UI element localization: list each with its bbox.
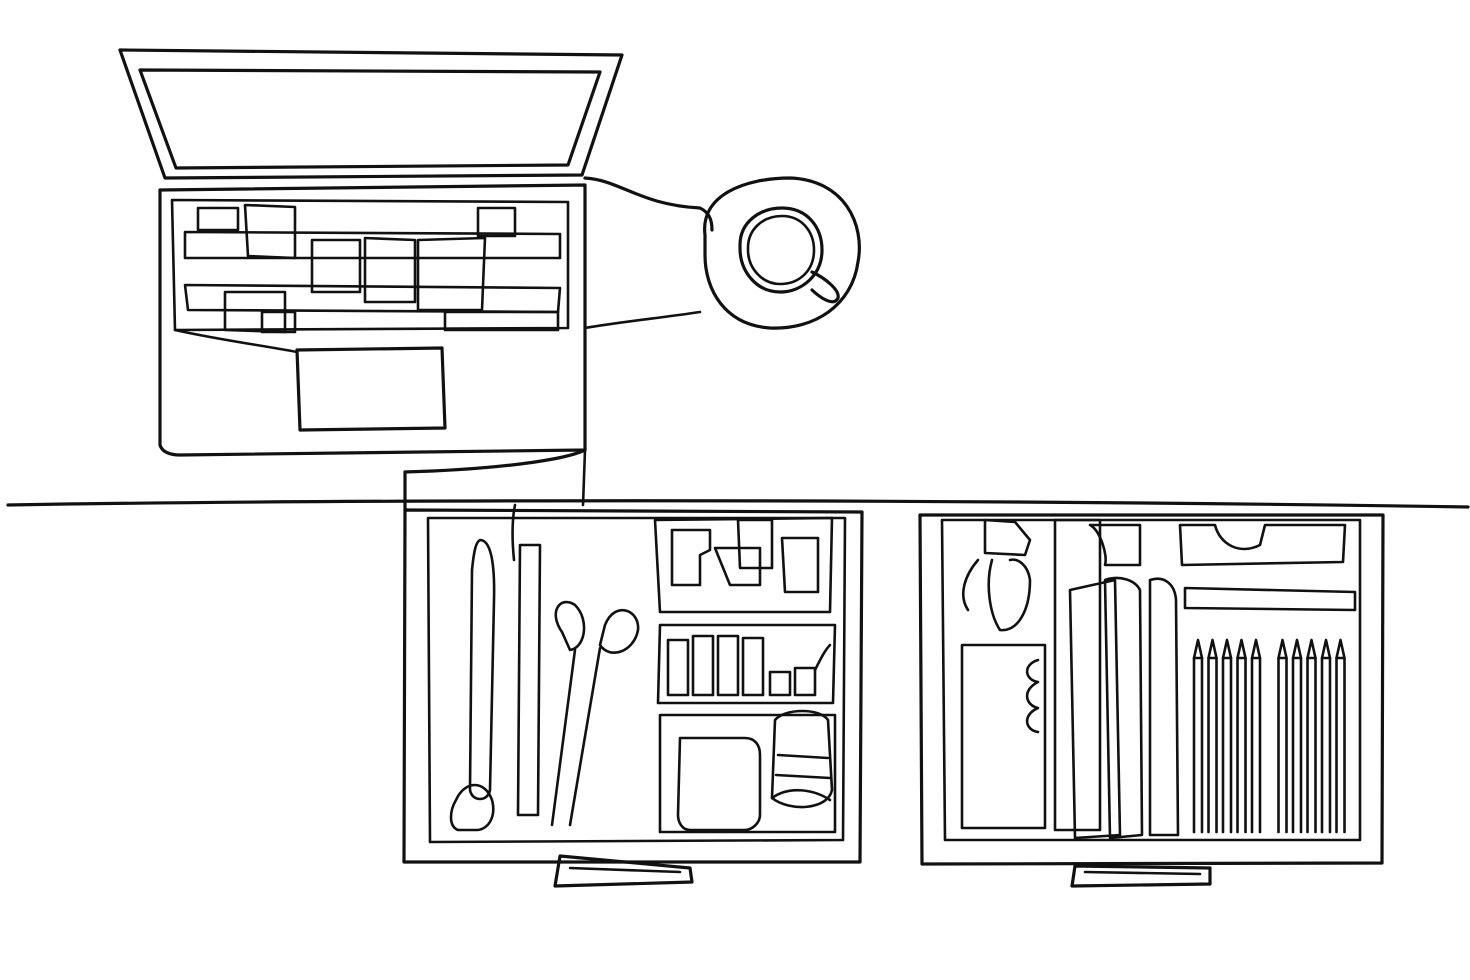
- left-drawer-compartment-mid: [656, 623, 837, 705]
- continuous-line-laptop-to-mug: [583, 176, 714, 232]
- left-drawer-inner: [426, 516, 847, 844]
- pencil-icon: [1236, 638, 1247, 834]
- pencil-icon: [1320, 638, 1332, 834]
- keyboard-key-c: [363, 236, 417, 304]
- right-drawer-handle: [1070, 864, 1212, 888]
- ruler-icon: [468, 538, 496, 801]
- left-drawer-outer: [402, 508, 864, 864]
- keyboard-row-1: [183, 230, 562, 260]
- folder-stack-icon: [1053, 518, 1180, 840]
- pencil-set-icon: [1192, 638, 1346, 834]
- laptop-touchpad: [295, 346, 447, 432]
- paperclip-jar-icon: [770, 709, 834, 809]
- binder-clip-icon: [983, 518, 1032, 557]
- scissors-blades: [550, 646, 602, 827]
- notepad-spiral-icon: [1025, 658, 1040, 734]
- right-drawer-inner: [940, 518, 1362, 842]
- pencil-icon: [1207, 638, 1218, 834]
- left-drawer-compartment-bottom: [658, 713, 837, 834]
- keyboard-key-b: [310, 238, 362, 294]
- tray-icon: [1183, 586, 1357, 612]
- storage-box-icon: [1088, 523, 1347, 567]
- scissors-icon: [554, 600, 640, 654]
- laptop-lid: [118, 48, 624, 180]
- laptop-screen: [138, 68, 602, 170]
- pen-clip-icon: [511, 503, 517, 562]
- keyboard-key-enter: [443, 310, 560, 332]
- right-drawer-outer: [918, 513, 1385, 866]
- left-drawer-handle: [553, 854, 694, 888]
- pen-icon: [516, 543, 542, 817]
- paperclip-jar-lines: [770, 753, 832, 802]
- mug-rim: [738, 206, 824, 294]
- mug-inner: [746, 214, 816, 286]
- notepad-icon: [960, 643, 1047, 830]
- pencil-icon: [1192, 638, 1204, 834]
- pencil-icon: [1306, 638, 1317, 834]
- continuous-line-drop: [581, 448, 587, 507]
- left-drawer-icon: [402, 503, 864, 888]
- laptop-icon: [118, 48, 624, 457]
- pencil-icon: [1221, 638, 1233, 834]
- clip-wire-icon: [962, 558, 1032, 632]
- pencil-icon: [1277, 638, 1288, 834]
- continuous-line-laptop-to-drawer: [403, 448, 587, 512]
- right-drawer-icon: [918, 513, 1385, 888]
- continuous-line-return: [583, 310, 702, 330]
- left-drawer-compartment-top: [653, 516, 834, 614]
- desk-edge-line: [6, 499, 1470, 509]
- pencil-icon: [1335, 638, 1346, 834]
- laptop-base: [158, 183, 587, 457]
- keyboard-key-a: [243, 203, 297, 260]
- brush-tip-icon: [813, 643, 832, 672]
- keyboard-key-d: [416, 236, 487, 312]
- pencil-icon: [1250, 638, 1262, 834]
- keyboard-key-f: [260, 310, 297, 334]
- eraser-row-icon: [666, 634, 817, 697]
- laptop-keyboard-frame: [170, 198, 570, 332]
- pencil-icon: [1291, 638, 1303, 834]
- continuous-line-connector: [173, 328, 299, 354]
- sticky-notes-icon: [670, 518, 820, 594]
- mug-handle: [810, 270, 840, 304]
- keyboard-key-e: [476, 206, 517, 238]
- right-drawer-handle-inner: [1083, 870, 1202, 876]
- saucer: [703, 176, 861, 330]
- coffee-mug-icon: [703, 176, 861, 330]
- left-drawer-handle-inner: [568, 866, 682, 874]
- keyboard-key-esc: [196, 206, 240, 232]
- glue-cap-icon: [449, 783, 495, 832]
- tape-roll-icon: [676, 736, 762, 832]
